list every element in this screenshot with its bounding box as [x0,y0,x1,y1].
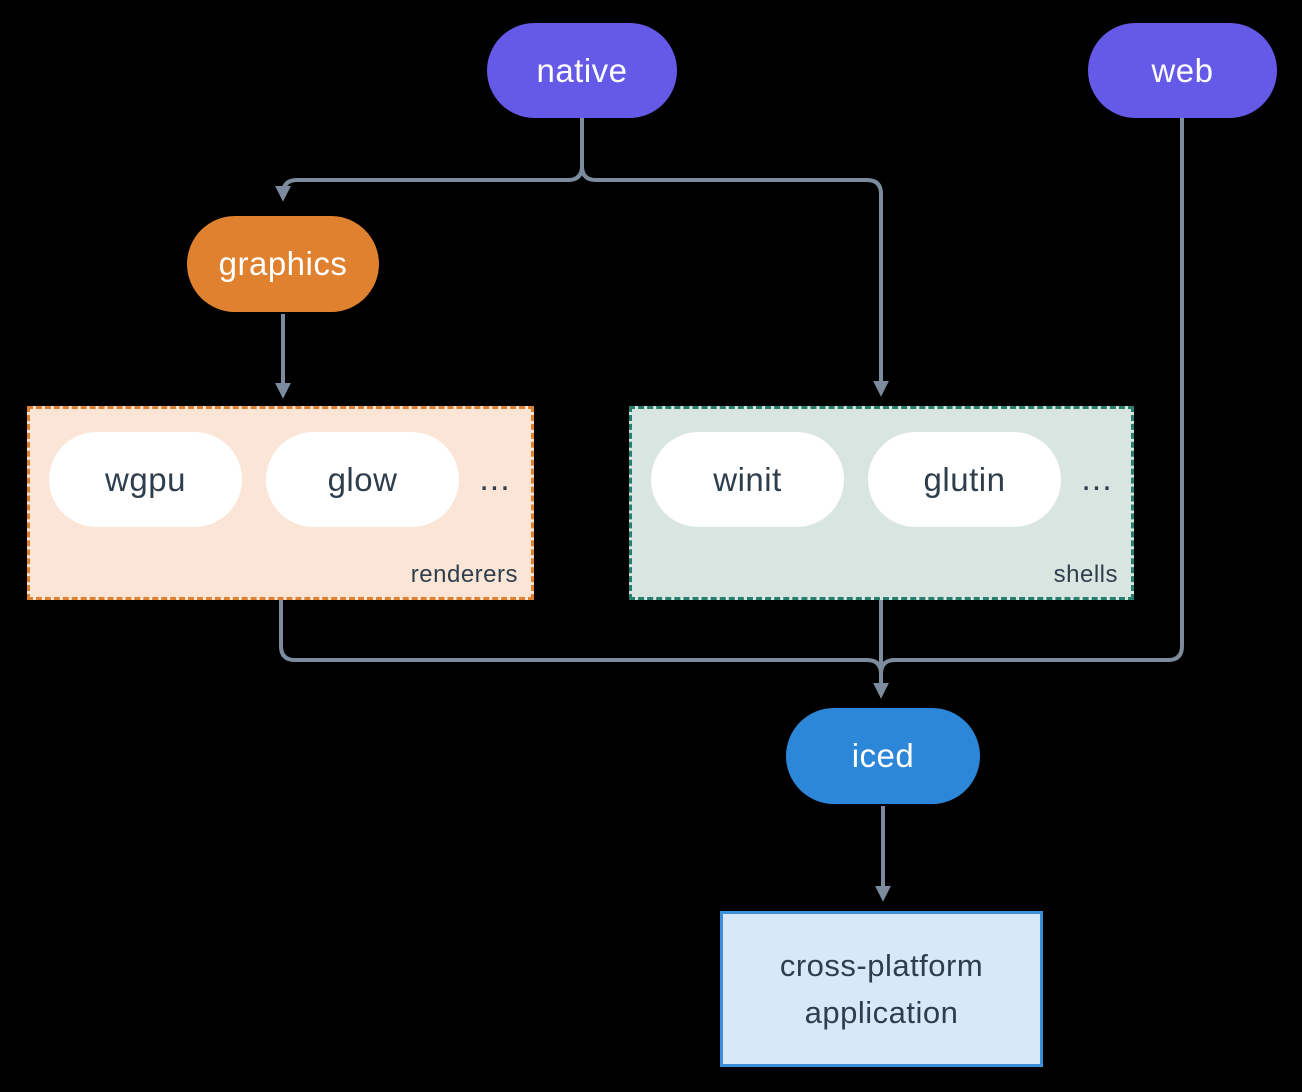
node-glutin: glutin [868,432,1061,527]
app-label-line2: application [804,995,959,1030]
ellipsis-shells: ... [1081,460,1113,498]
edge-native-to-shells [580,118,889,397]
node-glutin-label: glutin [923,460,1006,498]
node-iced-label: iced [851,737,915,774]
node-cross-platform-application: cross-platform application [720,911,1043,1067]
node-web: web [1088,23,1277,118]
node-native-label: native [536,51,628,89]
edge-renderers-to-merge [279,600,883,675]
node-winit: winit [651,432,844,527]
node-winit-label: winit [713,460,782,498]
node-iced: iced [786,708,980,804]
node-wgpu-label: wgpu [105,460,186,498]
node-native: native [487,23,677,118]
node-glow: glow [266,432,459,527]
group-label-renderers: renderers [410,561,518,588]
node-graphics-label: graphics [218,245,348,282]
edge-native-to-graphics [275,118,584,202]
node-glow-label: glow [327,460,398,498]
node-wgpu: wgpu [49,432,242,527]
app-label-line1: cross-platform [779,948,984,983]
node-web-label: web [1151,51,1214,89]
node-graphics: graphics [187,216,379,312]
group-shells: winit glutin ... shells [629,406,1134,600]
group-label-shells: shells [1053,561,1118,588]
group-renderers: wgpu glow ... renderers [27,406,534,600]
ellipsis-renderers: ... [479,460,511,498]
